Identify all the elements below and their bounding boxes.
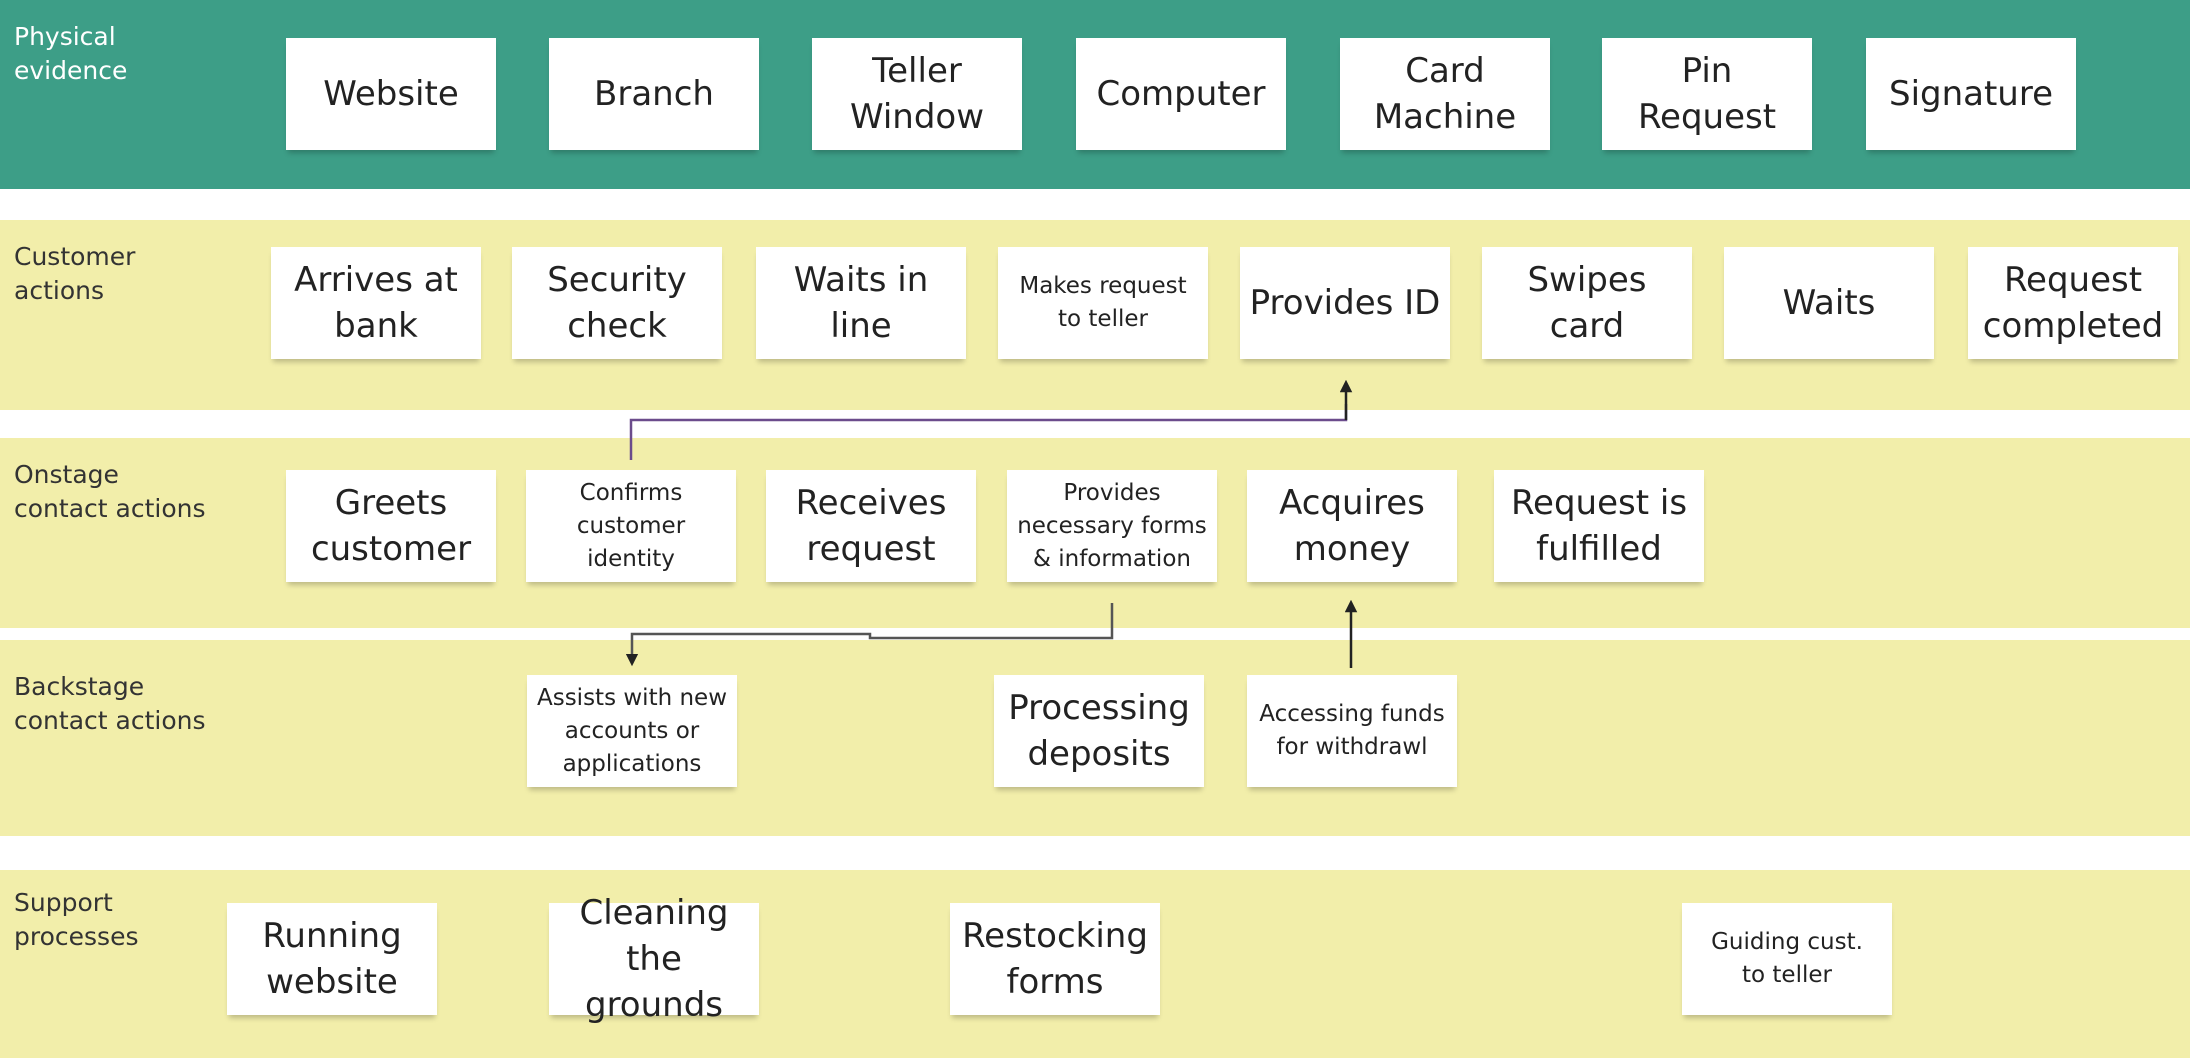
note-teller-window[interactable]: Teller Window [812,38,1022,150]
note-card-machine[interactable]: Card Machine [1340,38,1550,150]
note-processing-deposits[interactable]: Processing deposits [994,675,1204,787]
note-branch[interactable]: Branch [549,38,759,150]
lane-label-customer: Customer actions [14,242,136,305]
note-restocking-forms[interactable]: Restocking forms [950,903,1160,1015]
note-arrives-at-bank[interactable]: Arrives at bank [271,247,481,359]
note-greets-customer[interactable]: Greets customer [286,470,496,582]
note-receives-request[interactable]: Receives request [766,470,976,582]
note-guiding-cust-to-teller[interactable]: Guiding cust. to teller [1682,903,1892,1015]
note-provides-id[interactable]: Provides ID [1240,247,1450,359]
note-security-check[interactable]: Security check [512,247,722,359]
note-swipes-card[interactable]: Swipes card [1482,247,1692,359]
lane-label-backstage: Backstage contact actions [14,672,206,735]
note-signature[interactable]: Signature [1866,38,2076,150]
note-cleaning-the-grounds[interactable]: Cleaning the grounds [549,893,759,1025]
lane-label-physical: Physical evidence [14,22,128,85]
note-provides-necessary-forms[interactable]: Provides necessary forms & information [1007,470,1217,582]
lane-label-onstage: Onstage contact actions [14,460,206,523]
note-request-is-fulfilled[interactable]: Request is fulfilled [1494,470,1704,582]
note-running-website[interactable]: Running website [227,903,437,1015]
note-request-completed[interactable]: Request completed [1968,247,2178,359]
note-confirms-customer-identity[interactable]: Confirms customer identity [526,470,736,582]
note-website[interactable]: Website [286,38,496,150]
note-waits[interactable]: Waits [1724,247,1934,359]
note-pin-request[interactable]: Pin Request [1602,38,1812,150]
note-assists-with-new-accounts[interactable]: Assists with new accounts or application… [527,675,737,787]
note-acquires-money[interactable]: Acquires money [1247,470,1457,582]
note-waits-in-line[interactable]: Waits in line [756,247,966,359]
note-makes-request-to-teller[interactable]: Makes request to teller [998,247,1208,359]
note-computer[interactable]: Computer [1076,38,1286,150]
note-accessing-funds-for-withdrawl[interactable]: Accessing funds for withdrawl [1247,675,1457,787]
lane-label-support: Support processes [14,888,139,951]
